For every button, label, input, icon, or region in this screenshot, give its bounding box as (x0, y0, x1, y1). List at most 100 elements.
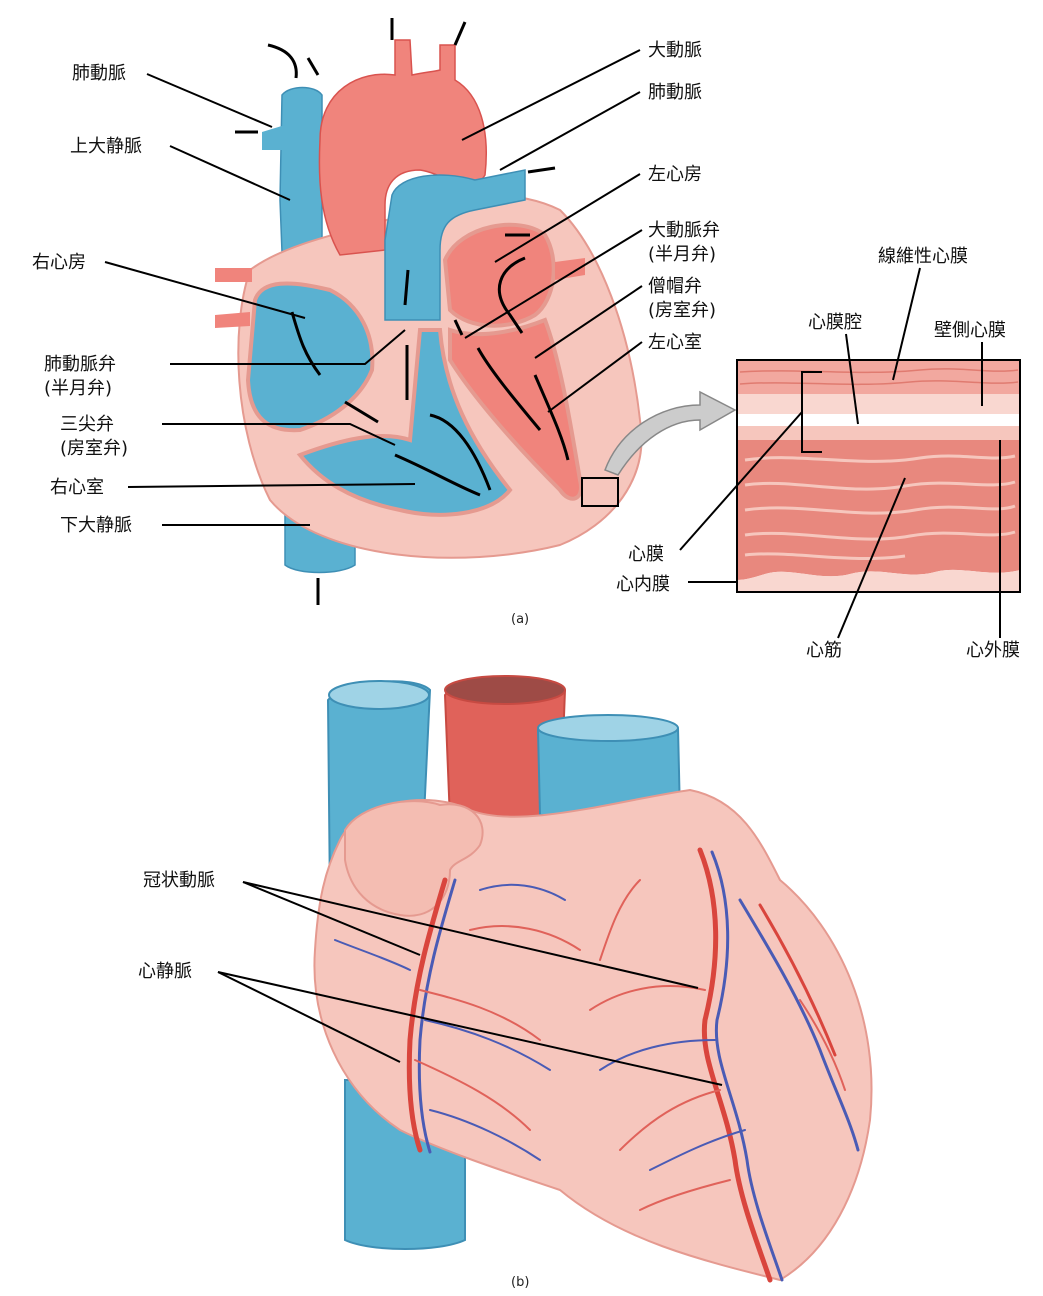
flow-arrow-top-3 (267, 43, 298, 79)
leader-coronary-artery-1 (242, 881, 421, 956)
right-ventricle-shape (296, 328, 513, 517)
b-vein-main-3 (738, 898, 860, 1152)
leader-pulmonary-artery-left (146, 73, 273, 128)
left-ventricle-shape (448, 317, 583, 501)
myocardium-texture (744, 454, 1016, 561)
label-superior-vena-cava: 上大静脈 (70, 136, 142, 157)
flow-arrow-top-2 (453, 21, 467, 46)
leader-pericardium (679, 411, 803, 551)
b-svc-opening (328, 680, 430, 710)
flow-arrow-right (527, 166, 556, 174)
label-cardiac-vein: 心静脈 (138, 961, 192, 982)
label-coronary-artery: 冠状動脈 (143, 870, 215, 891)
flow-arrow-3 (394, 453, 481, 497)
left-atrium-shape (442, 222, 556, 328)
b-branches-blue (334, 883, 746, 1171)
blood-flow-arrows (235, 18, 570, 605)
leader-left-atrium (494, 173, 641, 263)
pulmonary-vein-left2-shape (215, 312, 250, 328)
flow-arrow-10 (476, 347, 542, 431)
parietal-pericardium-layer (737, 394, 1020, 414)
b-artery-main-1 (406, 877, 448, 1153)
label-endocardium: 心内膜 (616, 574, 670, 595)
label-myocardium: 心筋 (806, 640, 842, 661)
b-artery-main-2 (697, 847, 773, 1283)
leader-pulmonary-valve (170, 329, 406, 365)
aorta-shape (318, 39, 487, 256)
label-mitral-valve-type: (房室弁) (648, 300, 716, 321)
label-mitral-valve: 僧帽弁 (648, 276, 702, 297)
b-auricle-shape (344, 800, 484, 917)
leader-aorta (461, 49, 641, 141)
pericardial-cavity-layer (737, 414, 1020, 426)
right-atrium-shape (245, 281, 375, 433)
flow-arrow-2 (344, 400, 379, 424)
myocardium-layer (737, 440, 1020, 580)
caption-b: (b) (511, 1275, 529, 1290)
leader-mitral-valve (534, 285, 643, 359)
b-branches-red (414, 879, 846, 1211)
fibrous-texture (739, 368, 1019, 386)
label-fibrous-pericardium: 線維性心膜 (878, 246, 968, 267)
flow-arrow-4 (429, 413, 492, 491)
leader-pericardial-cavity (845, 333, 859, 425)
b-vein-main-2 (710, 850, 784, 1282)
coronary-vessels (334, 847, 860, 1283)
b-vein-main-1 (417, 878, 457, 1154)
panel-b: 冠状動脈 心静脈 (138, 675, 873, 1283)
leader-fibrous-pericardium (892, 267, 921, 381)
leader-cardiac-vein-1 (217, 971, 401, 1063)
b-aorta-opening (444, 675, 566, 705)
magnify-arrow (604, 390, 737, 476)
label-pericardium: 心膜 (628, 544, 664, 565)
flow-arrow-top-4 (306, 57, 320, 76)
label-right-atrium: 右心房 (32, 252, 86, 273)
label-aorta: 大動脈 (648, 40, 702, 61)
label-aortic-valve: 大動脈弁 (648, 220, 720, 241)
label-pulmonary-valve: 肺動脈弁 (44, 354, 116, 375)
label-tricuspid-valve: 三尖弁 (60, 414, 114, 435)
panel-a: 肺動脈 上大静脈 右心房 肺動脈弁 (半月弁) 三尖弁 (房室弁) 右心室 下大… (32, 18, 737, 605)
flow-arrow-11 (453, 319, 464, 336)
leader-tricuspid-valve (162, 423, 396, 446)
flow-arrow-1 (290, 311, 322, 376)
fibrous-pericardium-layer (737, 360, 1020, 394)
leader-coronary-artery-2 (242, 881, 699, 989)
label-right-ventricle: 右心室 (50, 477, 104, 498)
label-pericardial-cavity: 心膜腔 (808, 312, 862, 333)
pulmonary-vein-left-shape (215, 268, 252, 282)
label-tricuspid-valve-type: (房室弁) (60, 438, 128, 459)
epicardium-layer (737, 426, 1020, 440)
leader-superior-vena-cava (169, 145, 291, 201)
leader-myocardium (837, 477, 906, 639)
label-pulmonary-artery-right: 肺動脈 (648, 82, 702, 103)
leader-right-ventricle (127, 483, 416, 488)
label-inferior-vena-cava: 下大静脈 (60, 515, 132, 536)
pulmonary-vein-shape (555, 258, 585, 280)
leader-pulmonary-artery-right (499, 91, 641, 171)
inset-frame (736, 359, 1021, 593)
endocardium-layer (737, 569, 1020, 592)
flow-arrow-6 (403, 269, 410, 306)
wall-layers-inset: 線維性心膜 心膜腔 壁側心膜 心膜 心内膜 心筋 心外膜 (616, 246, 1021, 661)
label-parietal-pericardium: 壁側心膜 (934, 320, 1006, 341)
label-epicardium: 心外膜 (966, 640, 1020, 661)
b-pulmonary-opening (537, 714, 679, 742)
leader-aortic-valve (464, 229, 643, 339)
b-artery-main-3 (758, 903, 837, 1057)
caption-a: (a) (511, 612, 529, 627)
label-pulmonary-artery-left: 肺動脈 (72, 63, 126, 84)
label-pulmonary-valve-type: (半月弁) (44, 378, 112, 399)
magnify-box (581, 477, 619, 507)
flow-arrow-8 (497, 256, 526, 334)
leader-cardiac-vein-2 (217, 971, 723, 1086)
label-aortic-valve-type: (半月弁) (648, 244, 716, 265)
flow-arrow-9 (533, 374, 570, 461)
vein-branch-shape (262, 125, 285, 150)
leader-right-atrium (104, 261, 306, 319)
label-left-atrium: 左心房 (648, 164, 702, 185)
label-left-ventricle: 左心室 (648, 332, 702, 353)
leader-left-ventricle (547, 341, 643, 413)
pulmonary-trunk-shape (384, 169, 526, 321)
